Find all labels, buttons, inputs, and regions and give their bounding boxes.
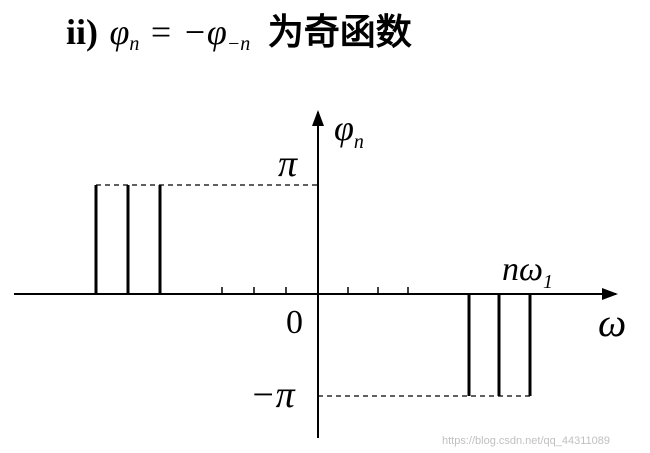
y-axis-label: φn <box>334 108 364 153</box>
x-axis-label: ω <box>598 300 626 345</box>
neg-pi-label: −π <box>250 374 296 416</box>
x-axis-ticks <box>221 287 409 294</box>
heading-text: 为奇函数 <box>267 12 412 53</box>
page-title: ii) φn = −φ−n 为奇函数 <box>66 10 412 66</box>
harmonic-label: nω1 <box>502 251 553 293</box>
heading-rhs-symbol: −φ <box>182 12 227 52</box>
heading-prefix: ii) <box>66 12 98 52</box>
heading-rhs-sub: −n <box>226 33 251 55</box>
heading-lhs-sub: n <box>129 33 140 55</box>
pi-label: π <box>278 143 298 185</box>
heading-lhs-symbol: φ <box>109 12 130 52</box>
positive-frequency-lines <box>467 294 532 396</box>
watermark: https://blog.csdn.net/qq_44311089 <box>442 435 610 447</box>
negative-frequency-lines <box>94 185 162 294</box>
origin-label: 0 <box>286 304 303 341</box>
heading-equals: = <box>150 12 172 52</box>
